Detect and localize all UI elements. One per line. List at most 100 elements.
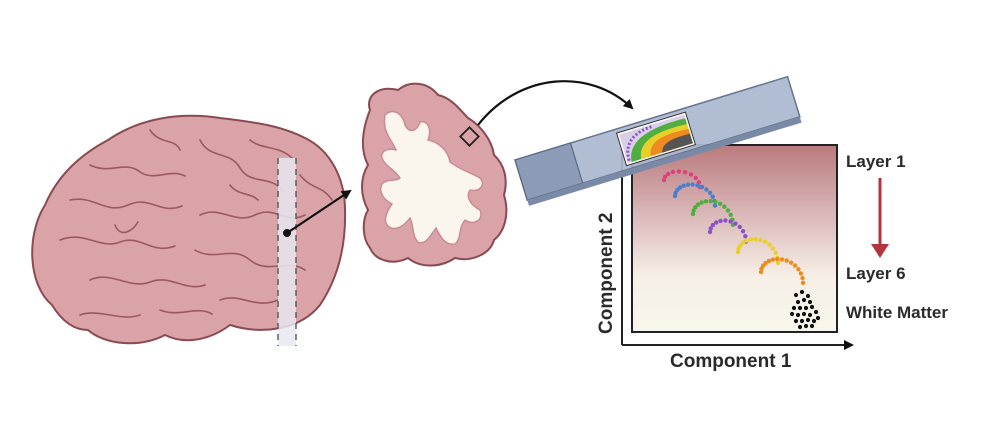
cluster-point bbox=[713, 199, 718, 205]
cluster-point bbox=[712, 203, 718, 208]
cluster-point bbox=[779, 257, 785, 262]
cluster-point bbox=[773, 250, 778, 255]
cluster-point bbox=[748, 237, 754, 242]
white-matter-point bbox=[793, 292, 799, 298]
cluster-point bbox=[792, 263, 798, 268]
cluster-point bbox=[775, 260, 781, 265]
cluster-point bbox=[690, 182, 695, 187]
cluster-point bbox=[699, 184, 705, 190]
cluster-point bbox=[710, 194, 715, 199]
cluster-point bbox=[796, 267, 801, 272]
cluster-point bbox=[717, 201, 723, 206]
white-matter-point bbox=[803, 305, 809, 311]
section-icon bbox=[361, 82, 508, 267]
down-arrow-icon bbox=[871, 244, 889, 258]
cluster-point bbox=[704, 187, 709, 192]
white-matter-point bbox=[809, 323, 815, 329]
cluster-point bbox=[688, 172, 694, 177]
white-matter-point bbox=[799, 318, 805, 324]
layer-1-label: Layer 1 bbox=[846, 152, 906, 171]
cluster-point bbox=[670, 169, 676, 175]
white-matter-point bbox=[791, 305, 797, 311]
cluster-point bbox=[733, 221, 738, 226]
white-matter-point bbox=[815, 315, 821, 321]
white-matter-point bbox=[801, 297, 807, 303]
layer-legend: Layer 1 Layer 6 White Matter bbox=[846, 152, 948, 322]
cluster-point bbox=[725, 208, 731, 213]
cluster-point bbox=[708, 198, 713, 204]
cluster-point bbox=[681, 183, 686, 188]
slide-icon bbox=[514, 75, 802, 206]
y-axis-label: Component 2 bbox=[596, 213, 617, 334]
cluster-point bbox=[740, 229, 746, 234]
cluster-point bbox=[714, 220, 719, 225]
cluster-point bbox=[703, 199, 709, 204]
cluster-point bbox=[677, 185, 683, 190]
cluster-point bbox=[710, 222, 716, 228]
white-matter-point bbox=[807, 312, 813, 318]
embedding-plot bbox=[621, 140, 854, 350]
cluster-point bbox=[737, 224, 742, 230]
white-matter-point bbox=[795, 312, 801, 318]
x-axis-label: Component 1 bbox=[670, 351, 792, 372]
white-matter-point bbox=[813, 309, 819, 315]
white-matter-point bbox=[809, 304, 815, 310]
cluster-point bbox=[738, 243, 743, 248]
cluster-point bbox=[693, 205, 698, 210]
white-matter-point bbox=[801, 311, 807, 317]
cluster-point bbox=[662, 174, 668, 179]
cluster-point bbox=[693, 175, 698, 181]
cluster-point bbox=[685, 182, 691, 187]
cluster-point bbox=[740, 240, 746, 245]
cluster-point bbox=[788, 260, 794, 265]
cluster-point bbox=[753, 236, 758, 242]
white-matter-point bbox=[803, 323, 809, 329]
cluster-point bbox=[695, 183, 700, 188]
cluster-point bbox=[699, 200, 704, 205]
cluster-point bbox=[766, 258, 772, 264]
white-matter-point bbox=[807, 299, 813, 305]
cluster-point bbox=[798, 271, 804, 276]
cluster-point bbox=[695, 202, 701, 207]
cluster-point bbox=[666, 171, 671, 177]
cluster-point bbox=[718, 218, 723, 224]
white-matter-label: White Matter bbox=[846, 303, 948, 322]
cluster-point bbox=[707, 190, 713, 195]
cluster-point bbox=[758, 237, 763, 243]
white-matter-point bbox=[793, 318, 799, 324]
cluster-point bbox=[770, 257, 776, 262]
brain-icon bbox=[31, 114, 347, 345]
white-matter-point bbox=[789, 311, 795, 317]
white-matter-point bbox=[797, 324, 803, 330]
cluster-point bbox=[770, 246, 776, 251]
white-matter-point bbox=[811, 318, 817, 324]
cluster-point bbox=[744, 238, 749, 243]
cluster-point bbox=[723, 218, 728, 223]
cluster-points bbox=[661, 169, 821, 330]
cluster-point bbox=[800, 275, 805, 281]
cluster-point bbox=[775, 256, 780, 262]
cluster-point bbox=[735, 249, 741, 255]
white-matter-point bbox=[795, 299, 801, 305]
white-matter-point bbox=[799, 289, 805, 295]
white-matter-point bbox=[805, 293, 811, 299]
cluster-point bbox=[676, 169, 682, 174]
cluster-point bbox=[743, 234, 748, 239]
cluster-point bbox=[800, 280, 806, 285]
cluster-point bbox=[728, 212, 733, 217]
cluster-point bbox=[728, 219, 733, 224]
cluster-point bbox=[722, 204, 727, 209]
slice-plane bbox=[277, 158, 297, 346]
cluster-point bbox=[707, 229, 713, 235]
cluster-point bbox=[682, 170, 688, 175]
white-matter-point bbox=[805, 317, 811, 323]
curved-arrow bbox=[477, 80, 634, 126]
cluster-point bbox=[690, 211, 696, 217]
white-matter-point bbox=[797, 305, 803, 311]
cluster-point bbox=[784, 258, 789, 263]
cluster-point bbox=[708, 226, 713, 231]
layer-6-label: Layer 6 bbox=[846, 264, 906, 283]
cluster-point bbox=[763, 260, 768, 266]
